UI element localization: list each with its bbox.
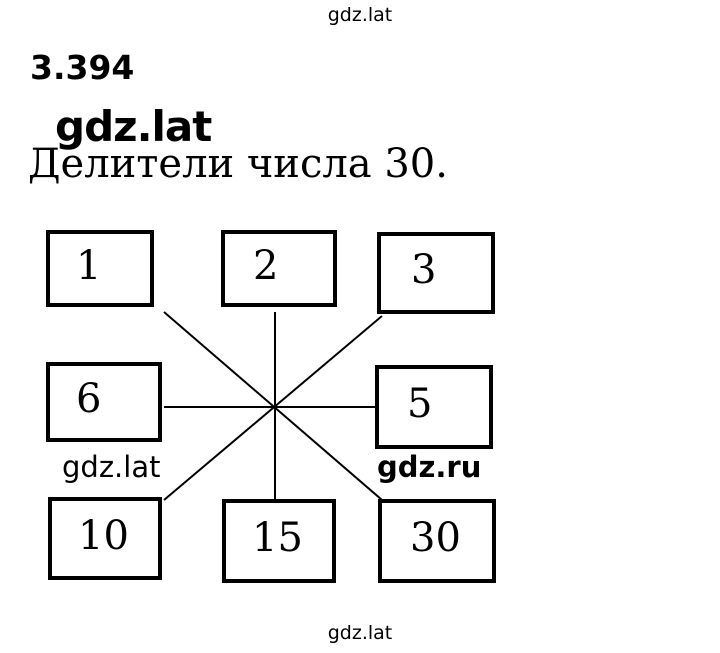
task-text: Делители числа 30. [28, 141, 448, 187]
watermark-bottom: gdz.lat [327, 622, 393, 644]
problem-number: 3.394 [30, 48, 135, 87]
connector-diagonal-up [163, 315, 383, 501]
divisor-value: 10 [78, 512, 129, 559]
divisor-box-10: 10 [48, 497, 162, 580]
connector-diagonal-down [163, 311, 383, 501]
divisor-box-6: 6 [46, 362, 162, 442]
watermark-middle-right: gdz.ru [375, 450, 484, 484]
divisor-value: 15 [252, 515, 303, 561]
divisor-value: 3 [411, 247, 437, 293]
divisor-box-5: 5 [375, 365, 493, 449]
watermark-top: gdz.lat [327, 4, 393, 26]
divisor-value: 6 [76, 376, 102, 422]
divisor-box-3: 3 [377, 232, 495, 314]
divisor-value: 5 [407, 381, 433, 427]
divisor-box-15: 15 [222, 499, 336, 583]
watermark-heading: gdz.lat [55, 102, 212, 151]
divisor-value: 1 [76, 242, 102, 289]
divisor-box-1: 1 [46, 230, 154, 307]
divisor-value: 2 [253, 242, 279, 289]
divisor-value: 30 [410, 515, 461, 561]
divisor-box-30: 30 [378, 499, 496, 583]
watermark-middle-left: gdz.lat [60, 450, 163, 484]
divisor-box-2: 2 [221, 230, 337, 307]
